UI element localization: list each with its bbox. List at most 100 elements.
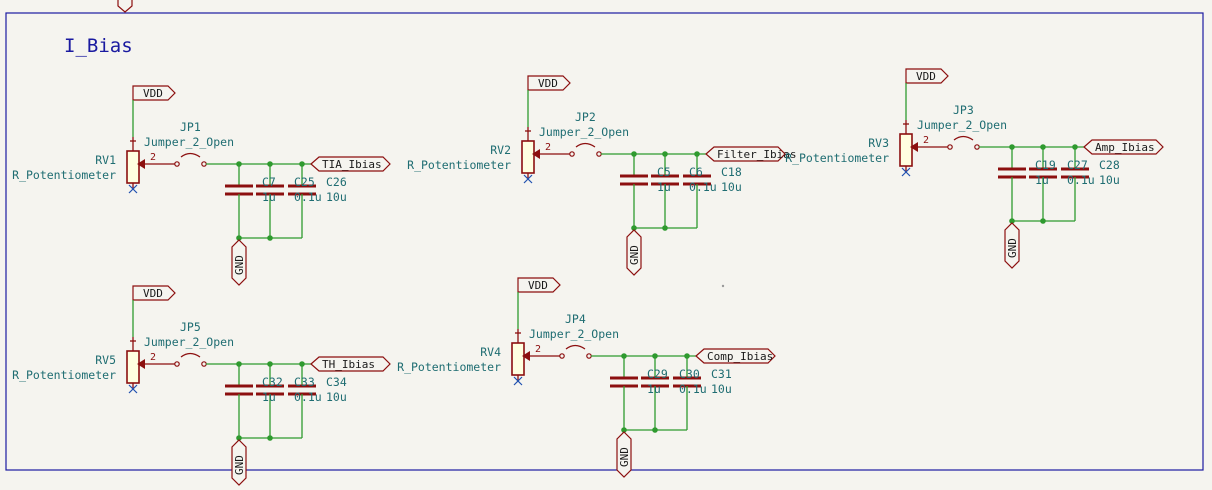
jumper-pad-left	[174, 361, 180, 367]
jumper-pad-left	[569, 151, 575, 157]
vdd-power-port	[527, 75, 571, 91]
vdd-power-port	[905, 68, 949, 84]
pot-reference: RV3	[868, 136, 889, 150]
no-connect-marker	[128, 384, 138, 394]
net-label-text: TH_Ibias	[322, 358, 375, 371]
jumper-arc	[575, 142, 596, 148]
jumper-value: Jumper_2_Open	[917, 118, 1007, 132]
capacitor-value: 0.1u	[1067, 173, 1095, 187]
potentiometer-body	[126, 350, 140, 384]
pot-value: R_Potentiometer	[397, 360, 501, 374]
capacitor-value: 0.1u	[679, 382, 707, 396]
pot-wiper-pin-number: 2	[535, 344, 541, 355]
pot-reference: RV4	[480, 345, 501, 359]
capacitor-reference: C5	[657, 165, 671, 179]
junction-dot	[267, 435, 273, 441]
capacitor-value: 1u	[657, 180, 671, 194]
vdd-label: VDD	[528, 279, 548, 292]
jumper-reference: JP3	[953, 103, 974, 117]
vdd-power-port	[132, 285, 176, 301]
capacitor-reference: C32	[262, 375, 283, 389]
gnd-power-port	[231, 239, 247, 286]
net-label-th	[310, 356, 391, 372]
junction-dot	[1040, 218, 1046, 224]
pot-wiper-pin-number: 2	[545, 142, 551, 153]
jumper-pad-right	[201, 361, 207, 367]
pot-value: R_Potentiometer	[407, 158, 511, 172]
net-label-text: Filter_Ibias	[717, 148, 796, 161]
potentiometer-body	[521, 140, 535, 174]
capacitor-reference: C30	[679, 367, 700, 381]
capacitor-reference: C31	[711, 367, 732, 381]
capacitor-value: 1u	[647, 382, 661, 396]
pot-wiper-pin-number: 2	[150, 352, 156, 363]
sheet-center-dot	[721, 284, 725, 288]
capacitor-value: 1u	[262, 390, 276, 404]
net-label-comp	[695, 348, 776, 364]
jumper-pad-right	[974, 144, 980, 150]
gnd-power-port	[1004, 222, 1020, 269]
jumper-arc	[565, 344, 586, 350]
jumper-value: Jumper_2_Open	[144, 135, 234, 149]
jumper-pad-right	[201, 161, 207, 167]
bias-channel-comp: VDD2RV4R_PotentiometerJP4Jumper_2_OpenCo…	[397, 277, 776, 478]
pot-wiper-arrow	[522, 351, 530, 361]
gnd-power-port	[231, 439, 247, 486]
capacitor-reference: C29	[647, 367, 668, 381]
gnd-power-port	[626, 229, 642, 276]
net-label-filter	[705, 146, 786, 162]
capacitor-value: 10u	[326, 390, 347, 404]
jumper-arc	[953, 135, 974, 141]
capacitor-reference: C7	[262, 175, 276, 189]
capacitor-reference: C34	[326, 375, 347, 389]
vdd-label: VDD	[538, 77, 558, 90]
capacitor-value: 0.1u	[294, 390, 322, 404]
capacitor-value: 10u	[326, 190, 347, 204]
net-label-text: TIA_Ibias	[322, 158, 382, 171]
bias-channel-tia: VDD2RV1R_PotentiometerJP1Jumper_2_OpenTI…	[12, 85, 391, 286]
no-connect-marker	[128, 184, 138, 194]
capacitor-reference: C19	[1035, 158, 1056, 172]
sheet-pin-marker	[117, 0, 133, 13]
pot-wiper-arrow	[137, 159, 145, 169]
capacitor-reference: C26	[326, 175, 347, 189]
jumper-arc	[180, 352, 201, 358]
capacitor-reference: C27	[1067, 158, 1088, 172]
capacitor-reference: C28	[1099, 158, 1120, 172]
gnd-label: GND	[1006, 238, 1019, 258]
no-connect-marker	[523, 174, 533, 184]
gnd-label: GND	[618, 447, 631, 467]
jumper-pad-left	[947, 144, 953, 150]
net-label-amp	[1083, 139, 1164, 155]
pot-wiper-arrow	[137, 359, 145, 369]
capacitor-reference: C25	[294, 175, 315, 189]
pot-reference: RV5	[95, 353, 116, 367]
jumper-pad-right	[586, 353, 592, 359]
potentiometer-body	[126, 150, 140, 184]
vdd-power-port	[517, 277, 561, 293]
capacitor-value: 10u	[711, 382, 732, 396]
pot-wiper-pin-number: 2	[150, 152, 156, 163]
jumper-pad-left	[174, 161, 180, 167]
gnd-label: GND	[628, 245, 641, 265]
jumper-reference: JP4	[565, 312, 586, 326]
junction-dot	[652, 427, 658, 433]
vdd-label: VDD	[916, 70, 936, 83]
pot-wiper-pin-number: 2	[923, 135, 929, 146]
junction-dot	[267, 235, 273, 241]
gnd-power-port	[616, 431, 632, 478]
capacitor-reference: C33	[294, 375, 315, 389]
capacitor-value: 10u	[721, 180, 742, 194]
gnd-label: GND	[233, 455, 246, 475]
jumper-arc	[180, 152, 201, 158]
no-connect-marker	[901, 167, 911, 177]
capacitor-reference: C18	[721, 165, 742, 179]
sheet-border	[5, 12, 1204, 471]
sheet-title: I_Bias	[64, 35, 133, 57]
vdd-label: VDD	[143, 287, 163, 300]
capacitor-value: 0.1u	[294, 190, 322, 204]
bias-channel-amp: VDD2RV3R_PotentiometerJP3Jumper_2_OpenAm…	[785, 68, 1164, 269]
pot-value: R_Potentiometer	[785, 151, 889, 165]
net-label-text: Comp_Ibias	[707, 350, 773, 363]
junction-dot	[662, 225, 668, 231]
